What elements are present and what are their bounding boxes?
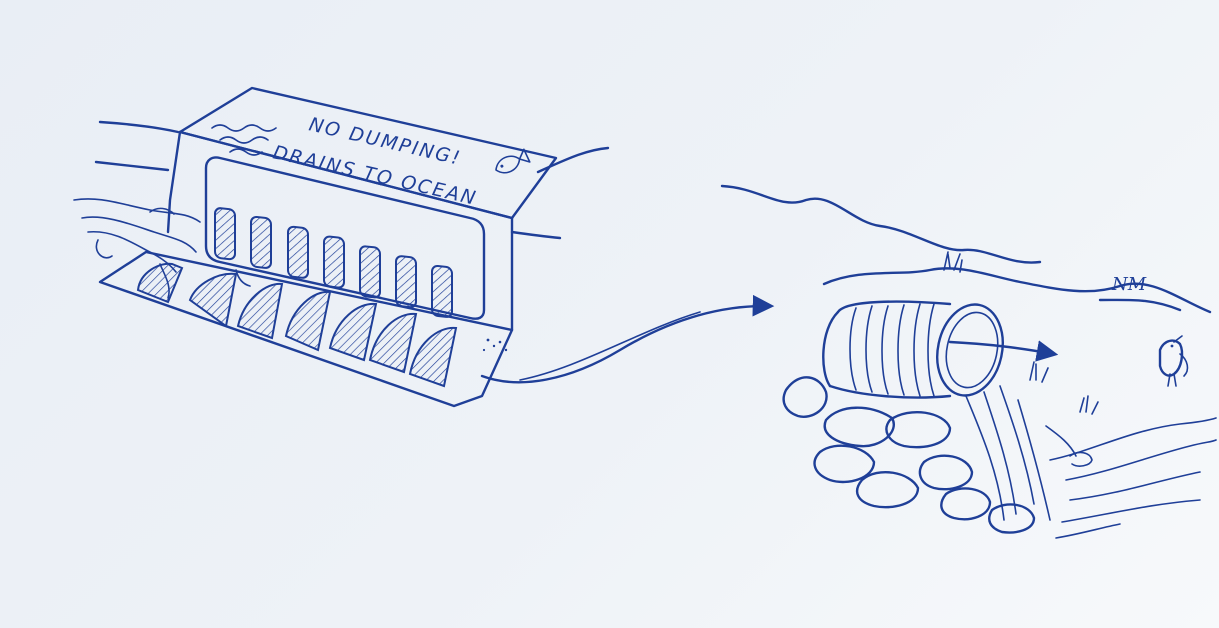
stream	[1050, 418, 1216, 538]
fish-icon	[493, 149, 530, 177]
artist-initials: NM	[1111, 274, 1147, 295]
curb-line-right-bottom	[512, 232, 560, 238]
curb-line-left-top	[100, 122, 178, 132]
drain-box-front-left-edge	[168, 132, 180, 232]
storm-drain: NO DUMPING! DRAINS TO OCEAN	[74, 88, 608, 406]
water-waves-icon	[212, 125, 276, 155]
culvert-pipe	[823, 298, 1011, 401]
outflow-water	[966, 386, 1076, 520]
curb-line-left-bottom	[96, 162, 168, 170]
hill-line-right	[1100, 300, 1180, 310]
hill-line-upper	[722, 186, 1040, 263]
drain-box-top	[180, 88, 556, 218]
flow-arrow-icon	[482, 306, 770, 382]
rocks	[784, 377, 1092, 532]
grass-tufts	[944, 252, 1098, 414]
hill-line-lower	[824, 268, 1210, 312]
bird-icon	[1160, 336, 1187, 386]
outfall-scene: NM	[722, 186, 1216, 538]
